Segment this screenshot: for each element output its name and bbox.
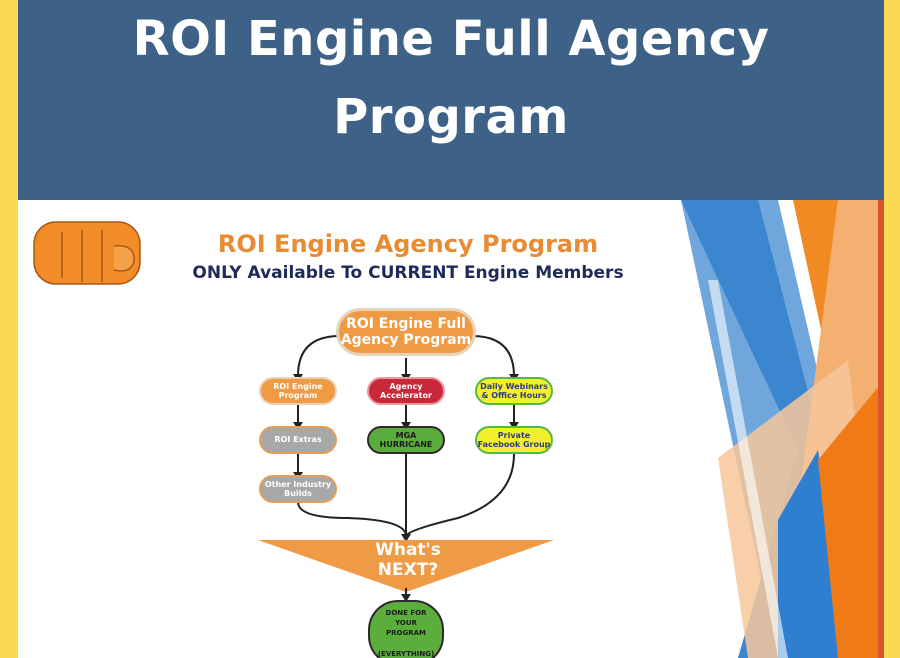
page-title-line-2: Program [333, 89, 569, 145]
connector-root-right [471, 335, 515, 377]
page-title: ROI Engine Full Agency Program [18, 0, 884, 156]
whats-next-label: What's NEXT? [375, 540, 441, 581]
slide-title: ROI Engine Agency Program [217, 230, 599, 258]
bg-shape-orange-front [818, 380, 884, 658]
bg-shape-blue-front [778, 450, 848, 658]
node-right-1: Daily Webinars & Office Hours [475, 377, 553, 405]
node-middle-2: MGA HURRICANE [367, 426, 445, 454]
right-frame-stripe [884, 0, 900, 658]
node-left-1: ROI Engine Program [259, 377, 337, 405]
bg-shape-red-edge [878, 200, 884, 658]
connector-root-left [297, 335, 341, 377]
node-right-2: Private Facebook Group [475, 426, 553, 454]
node-root: ROI Engine Full Agency Program [336, 308, 476, 356]
node-middle-1: Agency Accelerator [367, 377, 445, 405]
whats-next-funnel [258, 540, 554, 592]
title-banner: ROI Engine Full Agency Program [18, 0, 884, 200]
diagram-connectors [297, 335, 515, 537]
fist-icon [33, 221, 141, 285]
slide-graphics [33, 200, 884, 658]
left-frame-stripe [0, 0, 18, 658]
node-final: DONE FOR YOUR PROGRAM (EVERYTHING) [368, 600, 444, 658]
slide-subtitle: ONLY Available To CURRENT Engine Members [192, 263, 624, 283]
node-left-2: ROI Extras [259, 426, 337, 454]
node-left-3: Other Industry Builds [259, 475, 337, 503]
connector-left-merge [297, 501, 407, 537]
page-title-line-1: ROI Engine Full Agency [132, 11, 770, 67]
connector-right-merge [405, 453, 515, 537]
bg-shape-white-sliver [708, 280, 788, 658]
program-slide-image: ROI Engine Agency Program ONLY Available… [18, 200, 884, 658]
